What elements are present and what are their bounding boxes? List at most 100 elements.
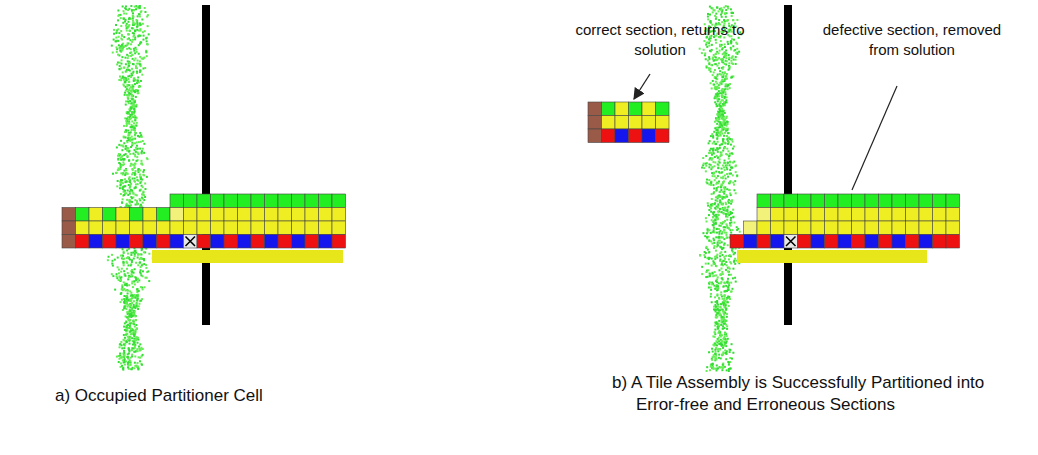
speckle-dot bbox=[135, 351, 137, 353]
speckle-dot bbox=[127, 290, 129, 292]
speckle-dot bbox=[131, 297, 133, 299]
speckle-dot bbox=[118, 79, 120, 81]
speckle-dot bbox=[135, 297, 137, 299]
speckle-dot bbox=[130, 43, 132, 45]
speckle-dot bbox=[134, 172, 136, 174]
speckle-dot bbox=[130, 310, 132, 312]
speckle-dot bbox=[720, 281, 722, 283]
speckle-dot bbox=[719, 246, 721, 248]
speckle-dot bbox=[118, 32, 120, 34]
speckle-dot bbox=[728, 132, 730, 134]
speckle-dot bbox=[712, 356, 714, 358]
speckle-dot bbox=[127, 67, 129, 69]
speckle-dot bbox=[719, 70, 721, 72]
speckle-dot bbox=[722, 298, 724, 300]
speckle-dot bbox=[126, 297, 128, 299]
speckle-dot bbox=[129, 325, 131, 327]
speckle-dot bbox=[719, 258, 721, 260]
speckle-dot bbox=[711, 87, 713, 89]
speckle-dot bbox=[709, 273, 711, 275]
speckle-dot bbox=[130, 5, 132, 7]
speckle-dot bbox=[122, 5, 124, 7]
speckle-dot bbox=[125, 136, 127, 138]
speckle-dot bbox=[133, 167, 135, 169]
speckle-dot bbox=[129, 70, 131, 72]
speckle-dot bbox=[141, 298, 143, 300]
speckle-dot bbox=[123, 306, 125, 308]
speckle-dot bbox=[124, 92, 126, 94]
speckle-dot bbox=[136, 51, 138, 53]
speckle-dot bbox=[732, 153, 734, 155]
speckle-dot bbox=[128, 119, 130, 121]
speckle-dot bbox=[730, 211, 732, 213]
speckle-dot bbox=[137, 35, 139, 37]
speckle-dot bbox=[139, 262, 141, 264]
speckle-dot bbox=[138, 141, 140, 143]
speckle-dot bbox=[727, 162, 729, 164]
speckle-dot bbox=[711, 166, 713, 168]
speckle-dot bbox=[121, 284, 123, 286]
speckle-dot bbox=[137, 180, 139, 182]
speckle-dot bbox=[729, 351, 731, 353]
speckle-dot bbox=[136, 156, 138, 158]
speckle-dot bbox=[132, 32, 134, 34]
speckle-dot bbox=[142, 192, 144, 194]
speckle-dot bbox=[134, 276, 136, 278]
speckle-dot bbox=[712, 74, 714, 76]
speckle-dot bbox=[134, 315, 136, 317]
speckle-dot bbox=[137, 366, 139, 368]
speckle-dot bbox=[732, 148, 734, 150]
speckle-dot bbox=[135, 183, 137, 185]
speckle-dot bbox=[142, 31, 144, 33]
speckle-dot bbox=[123, 334, 125, 336]
speckle-dot bbox=[132, 178, 134, 180]
speckle-dot bbox=[124, 178, 126, 180]
speckle-dot bbox=[142, 39, 144, 41]
speckle-dot bbox=[127, 94, 129, 96]
speckle-dot bbox=[724, 169, 726, 171]
speckle-dot bbox=[133, 9, 135, 11]
speckle-dot bbox=[127, 189, 129, 191]
speckle-dot bbox=[146, 55, 148, 57]
speckle-dot bbox=[135, 105, 137, 107]
speckle-dot bbox=[718, 67, 720, 69]
speckle-dot bbox=[134, 36, 136, 38]
speckle-dot bbox=[122, 262, 124, 264]
speckle-dot bbox=[127, 256, 129, 258]
speckle-dot bbox=[126, 122, 128, 124]
speckle-dot bbox=[134, 174, 136, 176]
speckle-dot bbox=[130, 364, 132, 366]
speckle-dot bbox=[135, 23, 137, 25]
speckle-dot bbox=[735, 52, 737, 54]
speckle-dot bbox=[124, 94, 126, 96]
speckle-dot bbox=[716, 138, 718, 140]
speckle-dot bbox=[720, 115, 722, 117]
speckle-dot bbox=[140, 41, 142, 43]
speckle-dot bbox=[727, 286, 729, 288]
speckle-dot bbox=[148, 253, 150, 255]
speckle-dot bbox=[125, 284, 127, 286]
speckle-dot bbox=[116, 172, 118, 174]
speckle-dot bbox=[126, 94, 128, 96]
speckle-dot bbox=[136, 82, 138, 84]
speckle-dot bbox=[136, 203, 138, 205]
speckle-dot bbox=[128, 81, 130, 83]
speckle-dot bbox=[724, 294, 726, 296]
speckle-dot bbox=[112, 173, 114, 175]
speckle-dot bbox=[140, 11, 142, 13]
speckle-dot bbox=[144, 7, 146, 9]
speckle-dot bbox=[135, 160, 137, 162]
speckle-dot bbox=[140, 177, 142, 179]
speckle-dot bbox=[133, 272, 135, 274]
speckle-dot bbox=[726, 301, 728, 303]
speckle-dot bbox=[134, 138, 136, 140]
speckle-dot bbox=[143, 152, 145, 154]
speckle-dot bbox=[133, 258, 135, 260]
speckle-dot bbox=[118, 36, 120, 38]
speckle-dot bbox=[123, 194, 125, 196]
speckle-dot bbox=[141, 197, 143, 199]
speckle-dot bbox=[723, 314, 725, 316]
speckle-dot bbox=[129, 39, 131, 41]
speckle-dot bbox=[129, 310, 131, 312]
speckle-dot bbox=[719, 108, 721, 110]
